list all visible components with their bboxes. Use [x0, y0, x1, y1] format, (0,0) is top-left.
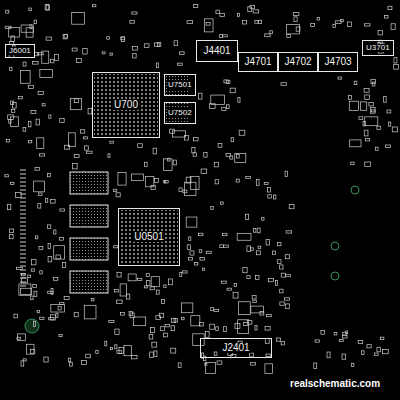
reference-designator: U7502	[167, 109, 193, 117]
part-outline: J4701	[238, 52, 278, 72]
part-outline: J6001	[5, 44, 35, 58]
part-outline: U3701	[362, 40, 394, 56]
smd-parts	[5, 5, 399, 374]
reference-designator: J4703	[323, 57, 352, 67]
reference-designator: J4702	[283, 57, 312, 67]
reference-designator: J4401	[202, 46, 231, 56]
reference-designator: U0501	[133, 232, 164, 242]
reference-designator: J2401	[221, 343, 250, 353]
mounting-holes	[25, 186, 359, 333]
part-outline: J4703	[318, 52, 358, 72]
part-outline: J2401	[200, 338, 272, 358]
part-outline: U7502	[164, 102, 196, 124]
watermark: realschematic.com	[288, 378, 382, 389]
reference-designator: J4701	[243, 57, 272, 67]
reference-designator: U700	[113, 100, 139, 110]
part-outline: U700	[92, 72, 160, 138]
reference-designator: U7501	[167, 81, 193, 89]
part-outline: U7501	[164, 74, 196, 96]
part-outline: U0501	[118, 208, 180, 266]
part-outline: J4702	[278, 52, 318, 72]
memory-chips	[70, 172, 108, 293]
part-outline: J4401	[196, 40, 238, 62]
reference-designator: U3701	[365, 44, 391, 52]
reference-designator: J6001	[8, 47, 32, 55]
